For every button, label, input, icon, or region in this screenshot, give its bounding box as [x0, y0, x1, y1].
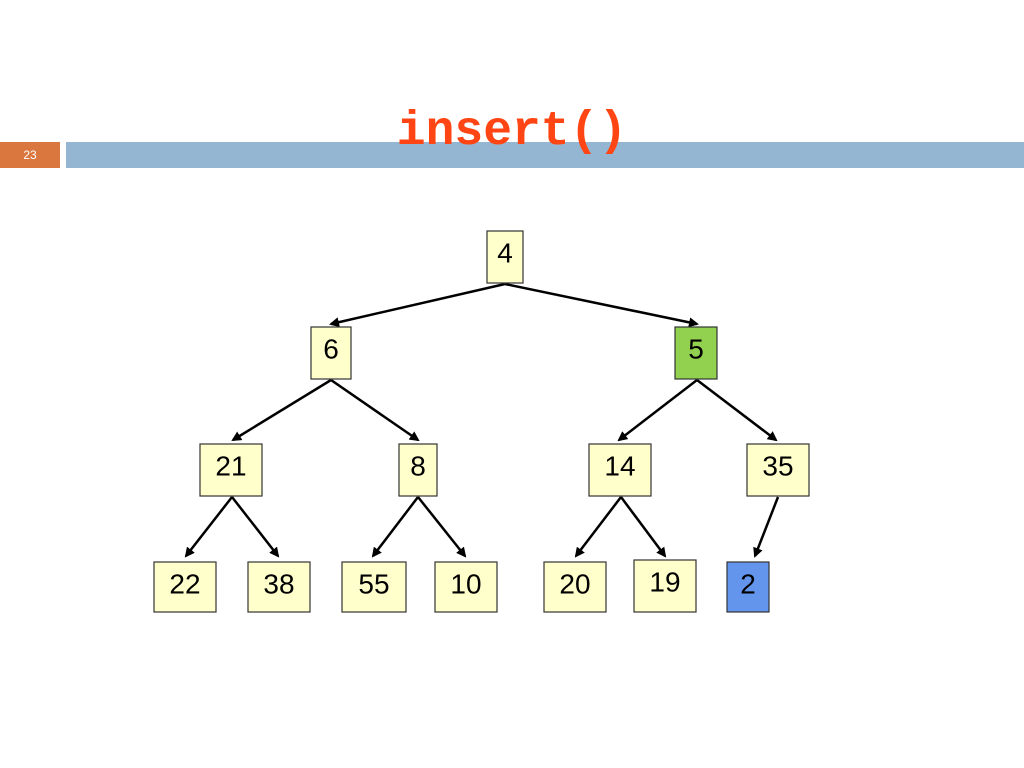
- node-box: [746, 443, 810, 497]
- node-value: 22: [169, 569, 200, 600]
- edge-arrow-n4-n6: [329, 282, 506, 328]
- edge-arrow-n14-n20: [574, 496, 622, 558]
- node-box: [588, 443, 652, 497]
- node-box: [434, 561, 498, 613]
- node-box: [674, 326, 718, 380]
- node-box: [726, 561, 770, 613]
- tree-node-6: 6: [310, 326, 352, 380]
- edge-arrow-n8-n55: [371, 496, 419, 558]
- title-bar: [66, 142, 1024, 168]
- node-box: [633, 559, 697, 613]
- edge-arrow-n21-n38: [231, 496, 280, 558]
- node-value: 5: [688, 334, 704, 365]
- edge-arrow-n5-n14: [617, 379, 698, 442]
- node-value: 19: [649, 567, 680, 598]
- node-value: 10: [450, 569, 481, 600]
- edge-arrow-n6-n21: [231, 378, 332, 442]
- tree-node-8: 8: [398, 443, 438, 497]
- tree-node-5: 5: [674, 326, 718, 380]
- tree-node-10: 10: [434, 561, 498, 613]
- node-value: 35: [762, 451, 793, 482]
- node-value: 14: [604, 451, 635, 482]
- tree-node-14: 14: [588, 443, 652, 497]
- edge-arrow-n8-n10: [417, 496, 467, 558]
- tree-node-21: 21: [199, 443, 263, 497]
- slide-number: 23: [0, 142, 60, 168]
- node-value: 55: [358, 569, 389, 600]
- node-box: [153, 561, 217, 613]
- edge-arrow-n6-n8: [330, 378, 420, 442]
- node-box: [398, 443, 438, 497]
- node-value: 20: [559, 569, 590, 600]
- tree-node-19: 19: [633, 559, 697, 613]
- edge-arrow-n35-n2: [753, 496, 780, 558]
- node-box: [486, 230, 524, 284]
- node-box: [341, 561, 407, 613]
- node-box: [199, 443, 263, 497]
- node-value: 6: [323, 334, 339, 365]
- edge-arrow-n21-n22: [184, 496, 233, 558]
- tree-node-22: 22: [153, 561, 217, 613]
- slide-title: insert(): [396, 105, 628, 159]
- tree-node-20: 20: [543, 561, 607, 613]
- node-box: [247, 561, 311, 613]
- node-box: [543, 561, 607, 613]
- edge-arrow-n5-n35: [696, 379, 778, 442]
- tree-node-55: 55: [341, 561, 407, 613]
- tree-node-4: 4: [486, 230, 524, 284]
- node-box: [310, 326, 352, 380]
- tree-node-35: 35: [746, 443, 810, 497]
- edge-arrow-n14-n19: [619, 496, 667, 558]
- node-value: 38: [263, 569, 294, 600]
- node-value: 8: [410, 451, 426, 482]
- node-value: 2: [740, 569, 756, 600]
- tree-node-38: 38: [247, 561, 311, 613]
- tree-node-2: 2: [726, 561, 770, 613]
- node-value: 21: [215, 451, 246, 482]
- edge-arrow-n4-n5: [504, 282, 699, 328]
- node-value: 4: [497, 238, 513, 269]
